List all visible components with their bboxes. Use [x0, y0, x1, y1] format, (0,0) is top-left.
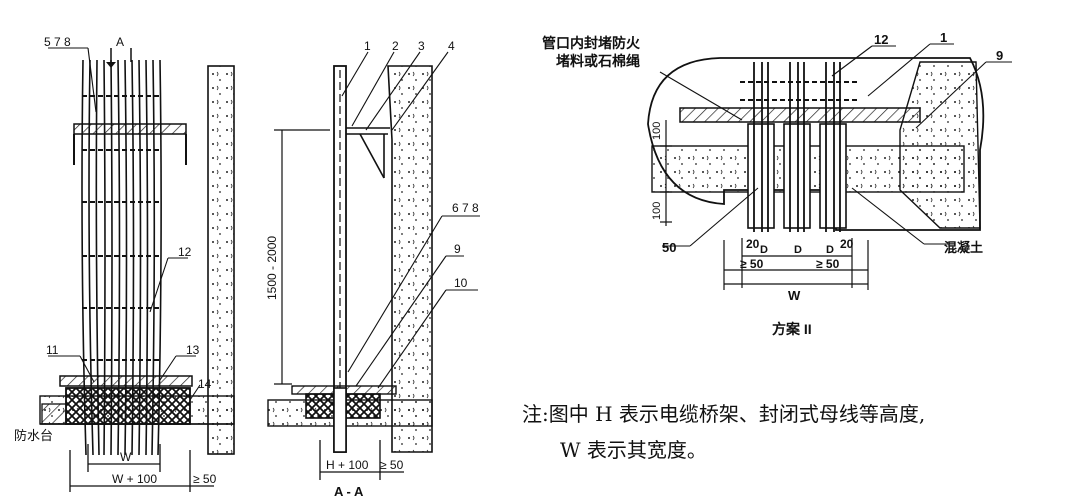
left-view: 5 7 8 A 12 11 13 14 防水台 W W + 100 ≥ 50 — [14, 35, 235, 492]
waterproof-label: 防水台 — [14, 428, 53, 443]
callout-1-scheme2: 1 — [940, 30, 947, 45]
dim-ge50-section: ≥ 50 — [380, 458, 404, 472]
section-marker-label: A — [116, 35, 124, 49]
callout-11: 11 — [46, 343, 59, 357]
scheme2-caption: 方案 II — [772, 321, 812, 337]
section-height-dimension — [274, 129, 330, 385]
dim-h-plus-100: H + 100 — [326, 458, 369, 472]
section-wall — [387, 65, 433, 453]
left-view-clamps — [82, 95, 162, 361]
section-marker — [106, 48, 132, 68]
callout-14: 14 — [198, 377, 212, 391]
scheme2-dimensions — [723, 238, 869, 290]
concrete-label: 混凝土 — [944, 240, 983, 255]
callout-6-7-8: 6 7 8 — [452, 201, 479, 215]
callout-5-7-8: 5 7 8 — [44, 35, 71, 49]
fire-seal-label-line1: 管口内封堵防火 — [542, 35, 641, 51]
dim-w-left: W — [120, 450, 132, 464]
scheme2-view: 管口内封堵防火 堵料或石棉绳 12 1 9 50 混凝土 100 100 20 … — [542, 30, 1012, 337]
callout-9-section: 9 — [454, 242, 461, 256]
dim-ge50-left: ≥ 50 — [193, 472, 217, 486]
note-line-2: W 表示其宽度。 — [560, 438, 707, 462]
waterproof-platform — [41, 403, 67, 425]
callout-13: 13 — [186, 343, 200, 357]
callout-12-scheme2: 12 — [874, 32, 888, 47]
dim-d-3: D — [826, 244, 834, 256]
left-view-dimensions — [69, 444, 214, 492]
section-bracket — [346, 127, 390, 179]
callout-10-section: 10 — [454, 276, 468, 290]
scheme2-cables — [753, 62, 841, 232]
section-title: A - A — [334, 484, 364, 497]
height-dimension-label: 1500 - 2000 — [265, 236, 279, 300]
fire-seal-label-line2: 堵料或石棉绳 — [556, 53, 640, 69]
dim-w-scheme2: W — [788, 288, 801, 303]
note-line-1: 注:图中 H 表示电缆桥架、封闭式母线等高度, — [522, 402, 926, 426]
dim-d-2: D — [794, 244, 802, 256]
dim-ge50-right-scheme2: ≥ 50 — [816, 257, 840, 271]
dim-ge50-left-scheme2: ≥ 50 — [740, 257, 764, 271]
callout-1-section: 1 — [364, 39, 371, 53]
dim-20-left: 20 — [746, 237, 760, 251]
dim-20-right: 20 — [840, 237, 854, 251]
dim-100-top: 100 — [651, 122, 663, 140]
callout-9-scheme2: 9 — [996, 48, 1003, 63]
callout-12-left: 12 — [178, 245, 192, 259]
dim-100-bottom: 100 — [651, 202, 663, 220]
dim-d-1: D — [760, 244, 768, 256]
callout-50-scheme2: 50 — [662, 240, 676, 255]
section-dimensions — [319, 440, 404, 480]
left-view-base-plate — [59, 375, 193, 387]
section-view: 1 2 3 4 6 7 8 9 10 1500 - 2000 H + 100 ≥… — [265, 39, 480, 497]
scheme2-top-plate — [679, 107, 921, 123]
callout-2-section: 2 — [392, 39, 399, 53]
callout-4-section: 4 — [448, 39, 455, 53]
scheme2-pipe-sleeves — [747, 123, 847, 229]
dim-w-plus-100: W + 100 — [112, 472, 157, 486]
left-view-wall — [207, 65, 235, 455]
left-view-top-bracket — [73, 123, 187, 135]
scheme2-right-wall — [899, 61, 981, 229]
callout-3-section: 3 — [418, 39, 425, 53]
